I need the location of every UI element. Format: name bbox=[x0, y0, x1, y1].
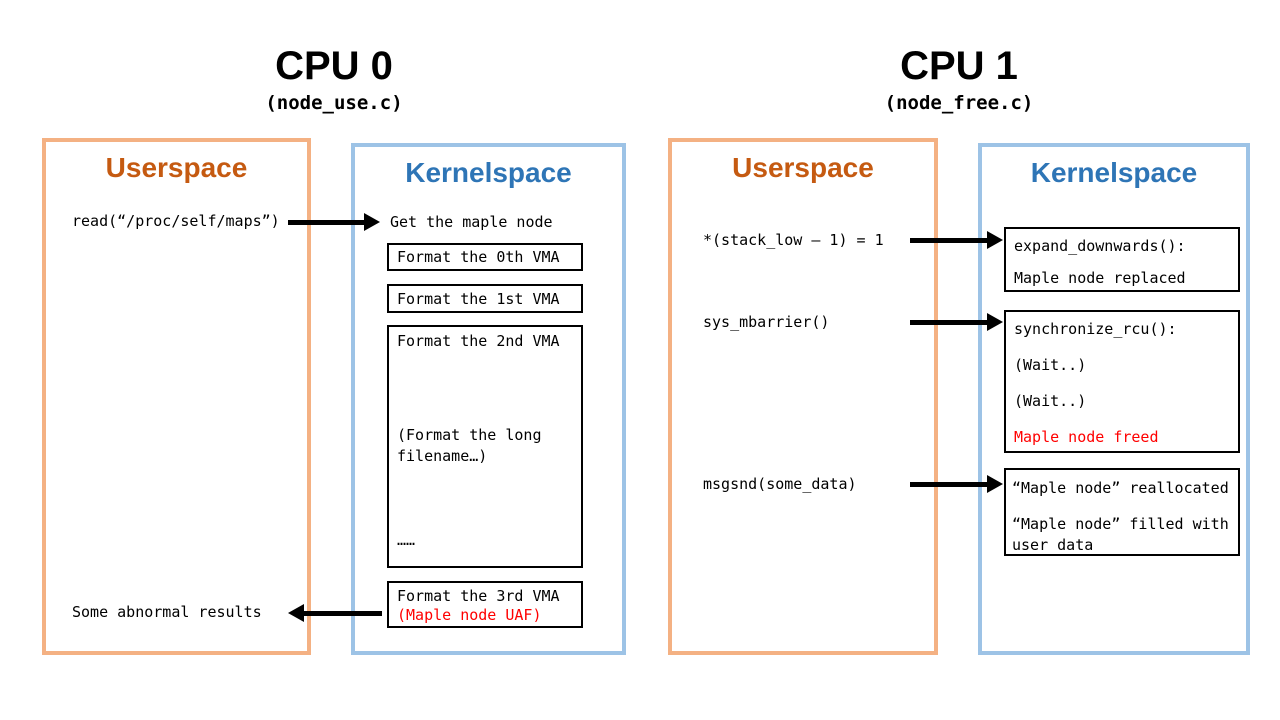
arrow-head-icon bbox=[987, 313, 1003, 331]
maple-node-uaf-label: (Maple node UAF) bbox=[397, 606, 542, 624]
format-vma2-box: Format the 2nd VMA (Format the long file… bbox=[387, 325, 583, 568]
arrow-shaft bbox=[910, 482, 989, 487]
format-vma0-box: Format the 0th VMA bbox=[387, 243, 583, 271]
stack-write-label: *(stack_low – 1) = 1 bbox=[703, 231, 884, 249]
cpu1-title: CPU 1 bbox=[900, 44, 1018, 88]
format-vma3-label: Format the 3rd VMA bbox=[397, 587, 560, 605]
maple-node-filled-label: “Maple node” filled with user data bbox=[1012, 515, 1229, 554]
arrow-head-icon bbox=[364, 213, 380, 231]
format-vma1-box: Format the 1st VMA bbox=[387, 284, 583, 313]
cpu1-userspace-title: Userspace bbox=[732, 152, 874, 183]
cpu0-title: CPU 0 bbox=[275, 44, 393, 88]
cpu1-subtitle: (node_free.c) bbox=[884, 92, 1034, 114]
format-long-filename-label: (Format the long filename…) bbox=[397, 426, 542, 465]
arrow-head-icon bbox=[987, 231, 1003, 249]
cpu0-subtitle: (node_use.c) bbox=[265, 92, 403, 114]
cpu1-userspace-panel: Userspace bbox=[668, 138, 938, 655]
wait-1-label: (Wait..) bbox=[1014, 356, 1087, 374]
arrow-shaft bbox=[910, 238, 989, 243]
arrow-shaft bbox=[302, 611, 382, 616]
maple-node-reallocated-box: “Maple node” reallocated “Maple node” fi… bbox=[1004, 468, 1240, 556]
get-maple-node-label: Get the maple node bbox=[390, 213, 553, 231]
ellipsis-label: …… bbox=[397, 531, 416, 549]
cpu0-kernelspace-title: Kernelspace bbox=[405, 157, 572, 188]
arrow-head-icon bbox=[288, 604, 304, 622]
cpu0-abnormal-results-label: Some abnormal results bbox=[72, 603, 262, 621]
format-vma1-label: Format the 1st VMA bbox=[397, 290, 560, 308]
cpu0-userspace-title: Userspace bbox=[105, 152, 248, 183]
maple-node-replaced-label: Maple node replaced bbox=[1014, 269, 1186, 287]
cpu1-kernelspace-title: Kernelspace bbox=[1030, 157, 1198, 188]
expand-downwards-label: expand_downwards(): bbox=[1014, 237, 1186, 255]
synchronize-rcu-box: synchronize_rcu(): (Wait..) (Wait..) Map… bbox=[1004, 310, 1240, 453]
format-vma3-box: Format the 3rd VMA (Maple node UAF) bbox=[387, 581, 583, 628]
maple-node-reallocated-label: “Maple node” reallocated bbox=[1012, 479, 1229, 497]
cpu0-read-call-label: read(“/proc/self/maps”) bbox=[72, 212, 280, 230]
mbarrier-call-label: sys_mbarrier() bbox=[703, 313, 830, 331]
wait-2-label: (Wait..) bbox=[1014, 392, 1087, 410]
synchronize-rcu-label: synchronize_rcu(): bbox=[1014, 320, 1177, 338]
arrow-head-icon bbox=[987, 475, 1003, 493]
arrow-shaft bbox=[910, 320, 989, 325]
arrow-shaft bbox=[288, 220, 366, 225]
format-vma0-label: Format the 0th VMA bbox=[397, 248, 560, 266]
cpu0-userspace-panel: Userspace bbox=[42, 138, 311, 655]
expand-downwards-box: expand_downwards(): Maple node replaced bbox=[1004, 227, 1240, 292]
maple-node-freed-label: Maple node freed bbox=[1014, 428, 1159, 446]
format-vma2-label: Format the 2nd VMA bbox=[397, 332, 560, 350]
msgsnd-call-label: msgsnd(some_data) bbox=[703, 475, 857, 493]
